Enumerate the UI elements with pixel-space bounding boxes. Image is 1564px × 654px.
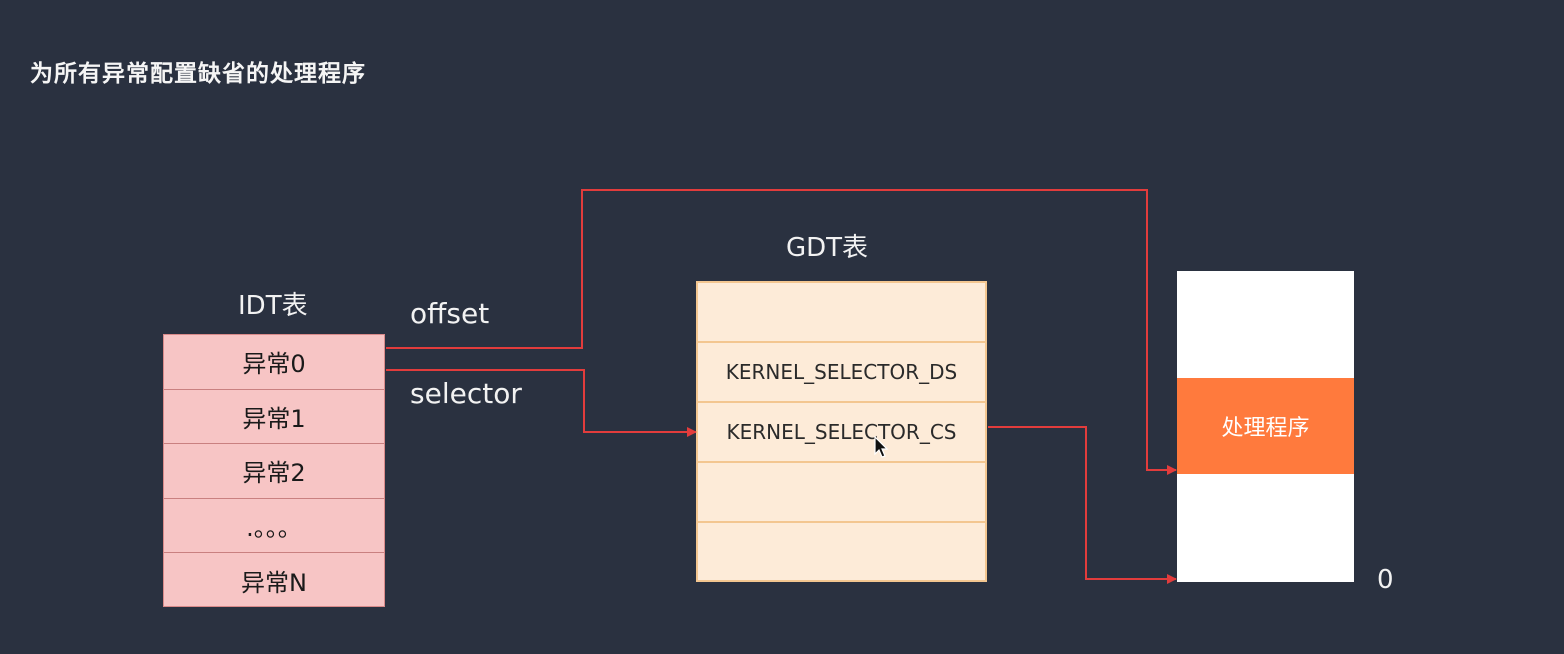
- page-title: 为所有异常配置缺省的处理程序: [30, 61, 366, 87]
- gdt-row-empty-top: [698, 283, 985, 343]
- offset-label: offset: [410, 297, 490, 330]
- idt-title: IDT表: [238, 291, 308, 321]
- idt-row-exception-2: 异常2: [164, 444, 384, 499]
- idt-row-exception-n: 异常N: [241, 569, 307, 598]
- gdt-row-kernel-cs: KERNEL_SELECTOR_CS: [698, 403, 985, 463]
- gdt-row-empty-4: [698, 463, 985, 523]
- idt-row-exception-0: 异常0: [164, 335, 384, 390]
- idt-table: 异常0 异常1 异常2 .。。。 异常N: [163, 334, 385, 607]
- selector-label: selector: [410, 377, 522, 410]
- selector-connector: [386, 369, 697, 437]
- handler-block: 处理程序: [1177, 378, 1354, 474]
- mouse-cursor-icon: [874, 436, 889, 458]
- gdt-table: KERNEL_SELECTOR_DS KERNEL_SELECTOR_CS: [696, 281, 987, 582]
- memory-zero-label: 0: [1377, 565, 1394, 595]
- idt-row-ellipsis: .。。。: [164, 499, 384, 554]
- gdt-title: GDT表: [786, 233, 869, 263]
- gdt-row-kernel-ds: KERNEL_SELECTOR_DS: [698, 343, 985, 403]
- segment-base-connector: [988, 426, 1177, 584]
- idt-row-exception-1: 异常1: [164, 390, 384, 445]
- memory-block: 处理程序: [1177, 271, 1354, 582]
- offset-connector: [386, 189, 1177, 475]
